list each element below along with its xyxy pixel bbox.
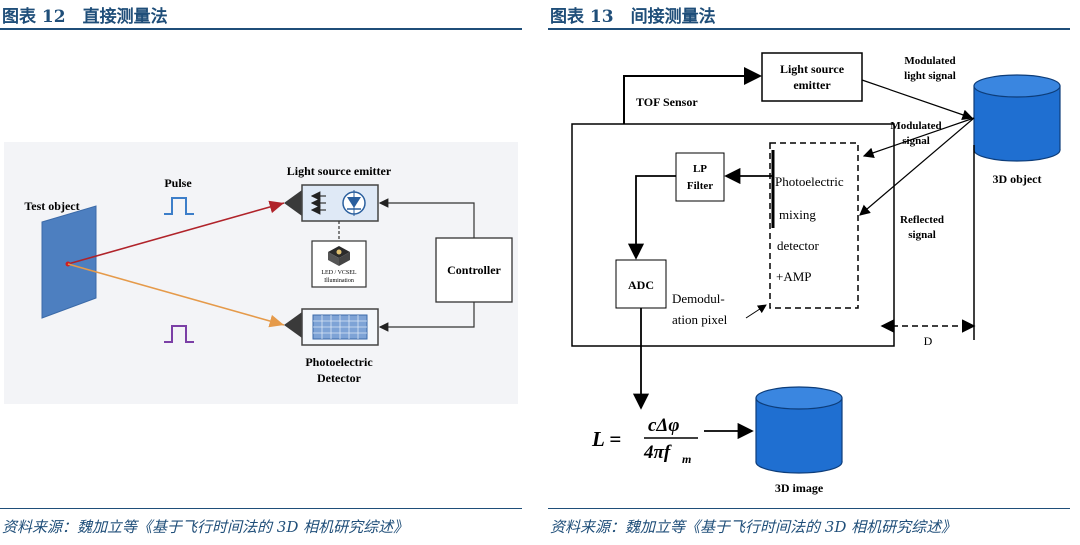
title-rule: [548, 28, 1070, 30]
led-chip-icon: [328, 246, 350, 266]
led-label-1: LED / VCSEL: [321, 270, 357, 276]
indirect-measurement-diagram: Light source emitter TOF Sensor Modulate…: [571, 52, 1061, 495]
emitted-beam: [67, 200, 285, 265]
emitter-light-arrows-icon: [310, 191, 326, 215]
figure-13-panel: 图表 13 间接测量法 Light source emitter TOF Sen…: [548, 0, 1080, 545]
emitter-lens-icon: [284, 190, 302, 216]
mixer-label-1: Photoelectric: [775, 174, 844, 189]
modulated-light-label-1: Modulated: [904, 55, 955, 67]
pulse-label: Pulse: [164, 176, 192, 190]
controller-to-detector-line: [378, 302, 475, 332]
lp-filter-box: [675, 152, 725, 202]
reflected-label-1: Reflected: [900, 214, 944, 226]
lp-label-1: LP: [693, 163, 707, 175]
controller-label: Controller: [447, 263, 501, 277]
modulated-light-beam: [861, 79, 974, 120]
detector-lens-icon: [284, 312, 302, 338]
demod-label-2: ation pixel: [672, 312, 728, 327]
reflected-beam: [67, 263, 285, 328]
mixer-label-3: detector: [777, 238, 820, 253]
reflected-label-2: signal: [908, 229, 936, 241]
source-rule: [548, 508, 1070, 509]
modulated-signal-label-2: signal: [902, 135, 930, 147]
modulated-light-label-2: light signal: [904, 70, 956, 82]
tof-sensor-label: TOF Sensor: [636, 95, 698, 109]
pulse-wave-received-icon: [164, 325, 194, 343]
pulse-wave-emitted-icon: [164, 197, 194, 215]
lp-label-2: Filter: [687, 180, 713, 192]
sensor-array-icon: [312, 314, 368, 340]
light-source-label-2: emitter: [793, 78, 831, 92]
adc-box: [615, 259, 667, 309]
adc-label: ADC: [628, 278, 654, 292]
object-3d-cylinder-icon: [973, 74, 1061, 162]
laser-diode-icon: [342, 190, 366, 216]
figure-12-panel: 图表 12 直接测量法 Test object Pulse Light s: [0, 0, 530, 545]
mixing-detector-box: [769, 142, 859, 309]
direct-measurement-diagram: Test object Pulse Light source emitter: [4, 142, 518, 404]
formula-lhs: L =: [591, 427, 621, 451]
test-object-label: Test object: [24, 199, 79, 213]
figure-12-source: 资料来源：魏加立等《基于飞行时间法的 3D 相机研究综述》: [2, 518, 409, 536]
distance-d-label: D: [924, 334, 933, 348]
detector-label-line2: Detector: [317, 371, 362, 385]
lp-to-adc-arrow: [627, 175, 676, 260]
modulated-signal-label-1: Modulated: [890, 120, 941, 132]
mixer-label-4: +AMP: [776, 269, 812, 284]
controller-box: [435, 237, 513, 303]
reflected-signal-arrow: [859, 117, 975, 216]
controller-to-emitter-line: [378, 198, 475, 238]
emitter-label: Light source emitter: [287, 164, 392, 178]
modulated-signal-arrow: [862, 117, 975, 158]
mixer-label-2: mixing: [779, 207, 816, 222]
figure-12-title: 图表 12 直接测量法: [2, 7, 168, 27]
image-3d-label: 3D image: [775, 481, 824, 495]
formula-denominator: 4πf: [643, 442, 672, 463]
sensor-to-emitter-line: [623, 67, 762, 124]
formula-numerator: cΔφ: [648, 415, 679, 436]
demod-pointer: [745, 304, 767, 319]
light-source-box: [761, 52, 863, 102]
image-3d-cylinder-icon: [755, 386, 843, 474]
distance-formula: L = cΔφ 4πf m: [591, 415, 698, 466]
light-source-label-1: Light source: [780, 62, 845, 76]
source-rule: [0, 508, 522, 509]
detector-label-line1: Photoelectric: [305, 355, 373, 369]
demod-label-1: Demodul-: [672, 291, 725, 306]
figure-13-title: 图表 13 间接测量法: [550, 7, 716, 27]
formula-subscript: m: [682, 452, 691, 466]
led-label-2: Illumination: [324, 278, 354, 284]
title-rule: [0, 28, 522, 30]
tof-sensor-box: [571, 123, 895, 347]
object-3d-label: 3D object: [993, 172, 1042, 186]
figure-13-source: 资料来源：魏加立等《基于飞行时间法的 3D 相机研究综述》: [550, 518, 957, 536]
